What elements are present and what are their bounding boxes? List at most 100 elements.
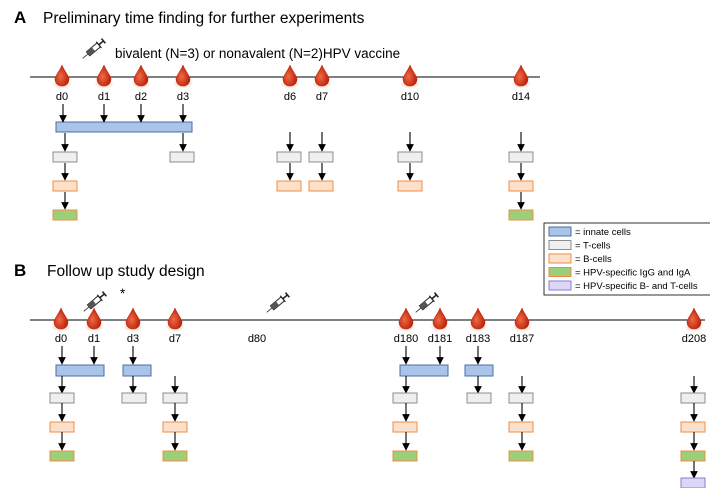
blood-drop-shape: [398, 307, 414, 330]
day-label: d3: [177, 91, 189, 103]
syringe-needle: [82, 53, 89, 59]
igg-box: [49, 450, 75, 462]
panel-b-letter: B: [14, 261, 26, 280]
day-label: d10: [401, 91, 419, 103]
blood-drop-icon: [396, 307, 416, 332]
blood-drop-icon: [173, 64, 193, 89]
legend-swatch-hpvbt: [548, 280, 572, 291]
syringe-fluid: [270, 301, 280, 310]
legend-frame: [543, 222, 710, 296]
legend-swatch-igg: [548, 267, 572, 277]
panel-b-title: Follow up study design: [47, 263, 205, 280]
blood-drop-shape: [54, 64, 70, 87]
tcell-box: [276, 151, 302, 163]
syringe-icon: [82, 38, 106, 59]
day-label: d181: [428, 333, 452, 345]
day-label: d14: [512, 91, 530, 103]
syringe-plunger-head: [100, 38, 106, 44]
day-label: d183: [466, 333, 490, 345]
bcell-box: [392, 421, 418, 433]
bcell-box: [680, 421, 706, 433]
day-label: d1: [88, 333, 100, 345]
innate-box: [122, 364, 152, 377]
legend-swatch-tcell: [548, 240, 572, 250]
tcell-box: [121, 392, 147, 404]
tcell-box: [49, 392, 75, 404]
panel-a-vaccine-label: bivalent (N=3) or nonavalent (N=2)HPV va…: [115, 46, 400, 61]
panel-a-layer: d0 d1 d2 d3 d6 d7 d10 d14: [52, 38, 534, 221]
legend-label-hpvbt: = HPV-specific B- and T-cells: [575, 281, 698, 292]
day-label: d7: [169, 333, 181, 345]
day-label: d187: [510, 333, 534, 345]
tcell-box: [508, 151, 534, 163]
igg-box: [52, 209, 78, 221]
blood-drop-icon: [511, 64, 531, 89]
syringe-plunger: [98, 40, 104, 46]
syringe-plunger: [99, 293, 105, 299]
bcell-box: [52, 180, 78, 192]
blood-drop-shape: [314, 64, 330, 87]
syringe-icon: [266, 292, 290, 313]
tcell-box: [169, 151, 195, 163]
blood-drop-shape: [175, 64, 191, 87]
panel-a-letter: A: [14, 8, 26, 27]
blood-drop-icon: [51, 307, 71, 332]
bcell-box: [276, 180, 302, 192]
tcell-box: [397, 151, 423, 163]
blood-drop-icon: [52, 64, 72, 89]
innate-box: [55, 364, 105, 377]
syringe-plunger-head: [433, 292, 439, 298]
igg-box: [508, 209, 534, 221]
syringe-plunger-head: [284, 292, 290, 298]
innate-box: [399, 364, 449, 377]
syringe-plunger-head: [101, 291, 107, 297]
blood-drop-icon: [123, 307, 143, 332]
tcell-box: [392, 392, 418, 404]
panel-a-title: Preliminary time finding for further exp…: [43, 10, 365, 27]
blood-drop-shape: [53, 307, 69, 330]
blood-drop-shape: [513, 64, 529, 87]
day-label: d0: [56, 91, 68, 103]
innate-box: [464, 364, 494, 377]
day-label: d180: [394, 333, 418, 345]
day-label: d3: [127, 333, 139, 345]
syringe-flange: [96, 294, 103, 302]
bcell-box: [162, 421, 188, 433]
igg-box: [162, 450, 188, 462]
tcell-box: [52, 151, 78, 163]
syringe-icon: [415, 292, 439, 313]
legend-swatch-bcell: [548, 253, 572, 264]
day-label: d0: [55, 333, 67, 345]
tcell-box: [308, 151, 334, 163]
bcell-box: [49, 421, 75, 433]
blood-drop-icon: [280, 64, 300, 89]
blood-drop-icon: [84, 307, 104, 332]
day-label: d6: [284, 91, 296, 103]
tcell-box: [466, 392, 492, 404]
tcell-box: [508, 392, 534, 404]
blood-drop-icon: [400, 64, 420, 89]
igg-box: [680, 450, 706, 462]
blood-drop-icon: [512, 307, 532, 332]
blood-drop-icon: [430, 307, 450, 332]
blood-drop-icon: [468, 307, 488, 332]
tcell-box: [680, 392, 706, 404]
blood-drop-shape: [167, 307, 183, 330]
day-label: d80: [248, 333, 266, 345]
day-label: d208: [682, 333, 706, 345]
day-label: d7: [316, 91, 328, 103]
blood-drop-shape: [96, 64, 112, 87]
legend-swatch-innate: [548, 226, 572, 237]
panel-b-asterisk: *: [120, 286, 126, 301]
blood-drop-shape: [432, 307, 448, 330]
bcell-box: [397, 180, 423, 192]
bcell-box: [508, 421, 534, 433]
day-label: d1: [98, 91, 110, 103]
igg-box: [392, 450, 418, 462]
bcell-box: [308, 180, 334, 192]
blood-drop-icon: [131, 64, 151, 89]
day-label: d2: [135, 91, 147, 103]
syringe-fluid: [87, 300, 97, 309]
blood-drop-shape: [86, 307, 102, 330]
